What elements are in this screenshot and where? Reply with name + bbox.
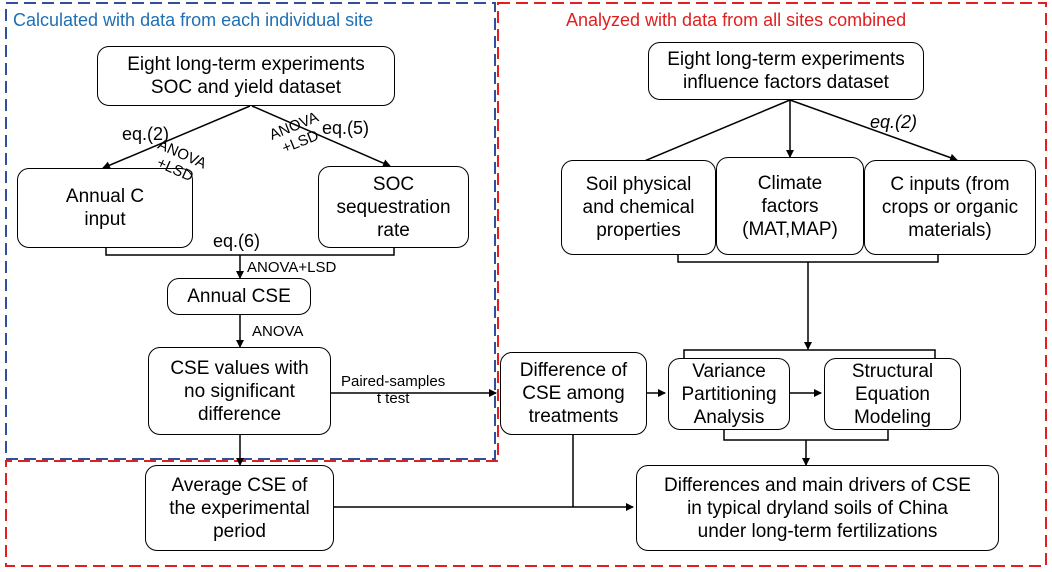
paired-samples-label: Paired-samples t test — [341, 373, 446, 407]
annual-cse-box: Annual CSE — [167, 278, 311, 315]
soc-yield-dataset-box: Eight long-term experiments SOC and yiel… — [97, 46, 395, 106]
arrow-dataset-to-socrate — [251, 105, 391, 167]
bracket-eq6 — [105, 248, 395, 256]
eq5-label: eq.(5) — [322, 118, 370, 138]
individual-site-region — [5, 2, 496, 460]
arrow-dataset-to-cinput — [102, 105, 251, 169]
c-inputs-box: C inputs (from crops or organic material… — [864, 160, 1036, 255]
arrow-factors-to-cinputs — [789, 99, 958, 162]
annual-c-input-box: Annual C input — [17, 168, 193, 248]
eq2-right-label: eq.(2) — [870, 112, 918, 132]
differences-drivers-box: Differences and main drivers of CSE in t… — [636, 465, 999, 551]
influence-factors-dataset-box: Eight long-term experiments influence fa… — [648, 42, 924, 100]
anova-lsd-inline-label: ANOVA+LSD — [247, 259, 337, 276]
arrow-factors-to-soil — [629, 99, 791, 168]
average-cse-box: Average CSE of the experimental period — [145, 465, 334, 551]
structural-equation-modeling-box: Structural Equation Modeling — [824, 358, 961, 430]
individual-site-title: Calculated with data from each individua… — [13, 10, 374, 30]
combined-sites-title: Analyzed with data from all sites combin… — [566, 10, 907, 30]
soil-properties-box: Soil physical and chemical properties — [561, 160, 716, 255]
anova-label: ANOVA — [252, 323, 304, 340]
cse-no-significant-difference-box: CSE values with no significant differenc… — [148, 347, 331, 435]
bracket-factors — [677, 255, 939, 263]
combined-sites-region — [5, 2, 1047, 567]
soc-sequestration-rate-box: SOC sequestration rate — [318, 166, 469, 248]
eq2-left-label: eq.(2) — [122, 124, 170, 144]
bracket-analyses-top — [683, 349, 936, 358]
climate-factors-box: Climate factors (MAT,MAP) — [716, 157, 864, 255]
variance-partitioning-box: Variance Partitioning Analysis — [668, 358, 790, 430]
eq6-label: eq.(6) — [213, 231, 261, 251]
bracket-analyses-bottom — [723, 430, 889, 441]
difference-cse-box: Difference of CSE among treatments — [500, 352, 647, 435]
